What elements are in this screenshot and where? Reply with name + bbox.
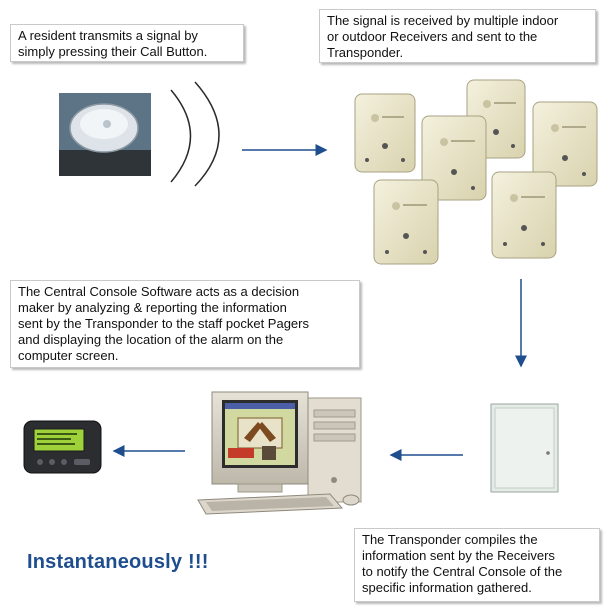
receiver-unit-icon: [355, 80, 597, 264]
transponder-cabinet-icon: [491, 404, 558, 492]
call-button-icon: [59, 93, 151, 176]
signal-wave-icon: [171, 82, 219, 186]
pager-icon: [24, 421, 101, 473]
computer-console-icon: [198, 392, 361, 514]
